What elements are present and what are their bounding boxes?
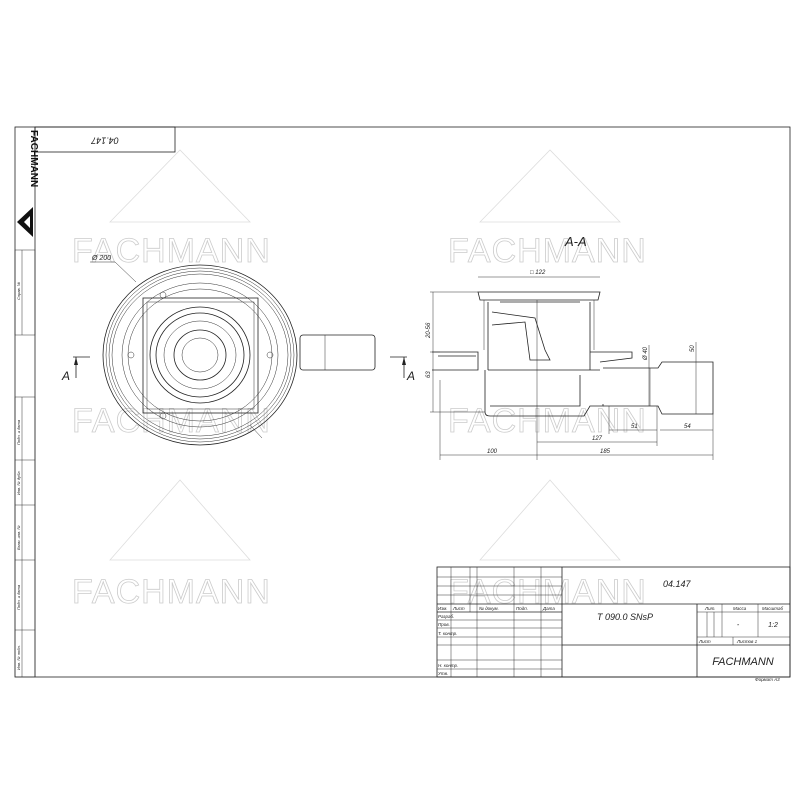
title-block-labels: Изм. Лист № докум. Подп. Дата Разраб. Пр… <box>438 606 783 682</box>
section-mark-left: A <box>61 369 70 383</box>
svg-text:Формат А3: Формат А3 <box>755 677 780 682</box>
watermark-text: FACHMANN <box>448 402 647 440</box>
doc-number-box <box>34 126 176 153</box>
svg-text:Подп.: Подп. <box>516 606 528 611</box>
svg-text:Н. контр.: Н. контр. <box>438 663 458 668</box>
dim-square: □ 122 <box>530 270 546 276</box>
svg-text:Справ. №: Справ. № <box>16 281 21 300</box>
section-title: A-A <box>564 234 587 249</box>
dimension-lines <box>430 276 714 460</box>
svg-text:Листов 1: Листов 1 <box>736 639 758 644</box>
svg-text:Инв. № дубл.: Инв. № дубл. <box>16 470 21 495</box>
watermark-text: FACHMANN <box>72 232 271 270</box>
svg-text:Утв.: Утв. <box>438 671 448 676</box>
svg-text:Масштаб: Масштаб <box>762 606 783 611</box>
svg-text:Масса: Масса <box>733 606 747 611</box>
plan-view <box>90 261 376 446</box>
dim-height-body: 63 <box>426 371 432 378</box>
svg-text:Разраб.: Разраб. <box>438 614 454 619</box>
dim-127: 127 <box>592 436 603 442</box>
dim-height-adjust: 20-56 <box>426 322 432 339</box>
watermark-text: FACHMANN <box>72 573 271 611</box>
scale-value: 1:2 <box>768 622 778 629</box>
dim-plan-diameter: Ø 200 <box>91 255 111 262</box>
watermark-text: FACHMANN <box>448 573 647 611</box>
dim-54: 54 <box>684 424 691 430</box>
section-view <box>432 291 714 417</box>
dim-185: 185 <box>600 449 611 455</box>
svg-text:Лист: Лист <box>698 639 711 644</box>
svg-text:Т. контр.: Т. контр. <box>438 631 457 636</box>
dim-100: 100 <box>487 449 498 455</box>
side-stamp: Справ. № Подп. и дата Инв. № дубл. Взам.… <box>14 249 36 678</box>
side-brand: FACHMANN <box>28 130 39 187</box>
svg-text:Пров.: Пров. <box>438 622 450 627</box>
dim-outlet-diameter: Ø 40 <box>643 346 649 361</box>
svg-text:Взам. инв. №: Взам. инв. № <box>16 525 21 550</box>
svg-text:Инв. № подл.: Инв. № подл. <box>16 645 21 670</box>
svg-text:Подп. и дата: Подп. и дата <box>16 419 21 445</box>
svg-text:Лит.: Лит. <box>704 606 716 611</box>
svg-text:№ докум.: № докум. <box>479 606 499 611</box>
section-mark-right: A <box>406 369 415 383</box>
watermark-text: FACHMANN <box>448 232 647 270</box>
svg-text:Дата: Дата <box>542 606 555 611</box>
dim-51: 51 <box>631 424 638 430</box>
dim-outlet-socket: 50 <box>690 345 696 352</box>
mass-value: - <box>737 622 740 629</box>
doc-number-rotated: 04.147 <box>90 136 119 146</box>
watermarks: FACHMANN FACHMANN FACHMANN FACHMANN FACH… <box>72 149 647 611</box>
watermark-text: FACHMANN <box>72 402 271 440</box>
svg-text:Изм.: Изм. <box>438 606 448 611</box>
product-name: T 090.0 SNsP <box>597 612 653 622</box>
section-marks <box>73 356 407 378</box>
company-name: FACHMANN <box>712 656 774 668</box>
designation: 04.147 <box>663 579 692 589</box>
svg-text:Лист: Лист <box>452 606 465 611</box>
title-block <box>436 566 791 678</box>
svg-text:Подп. и дата: Подп. и дата <box>16 584 21 610</box>
